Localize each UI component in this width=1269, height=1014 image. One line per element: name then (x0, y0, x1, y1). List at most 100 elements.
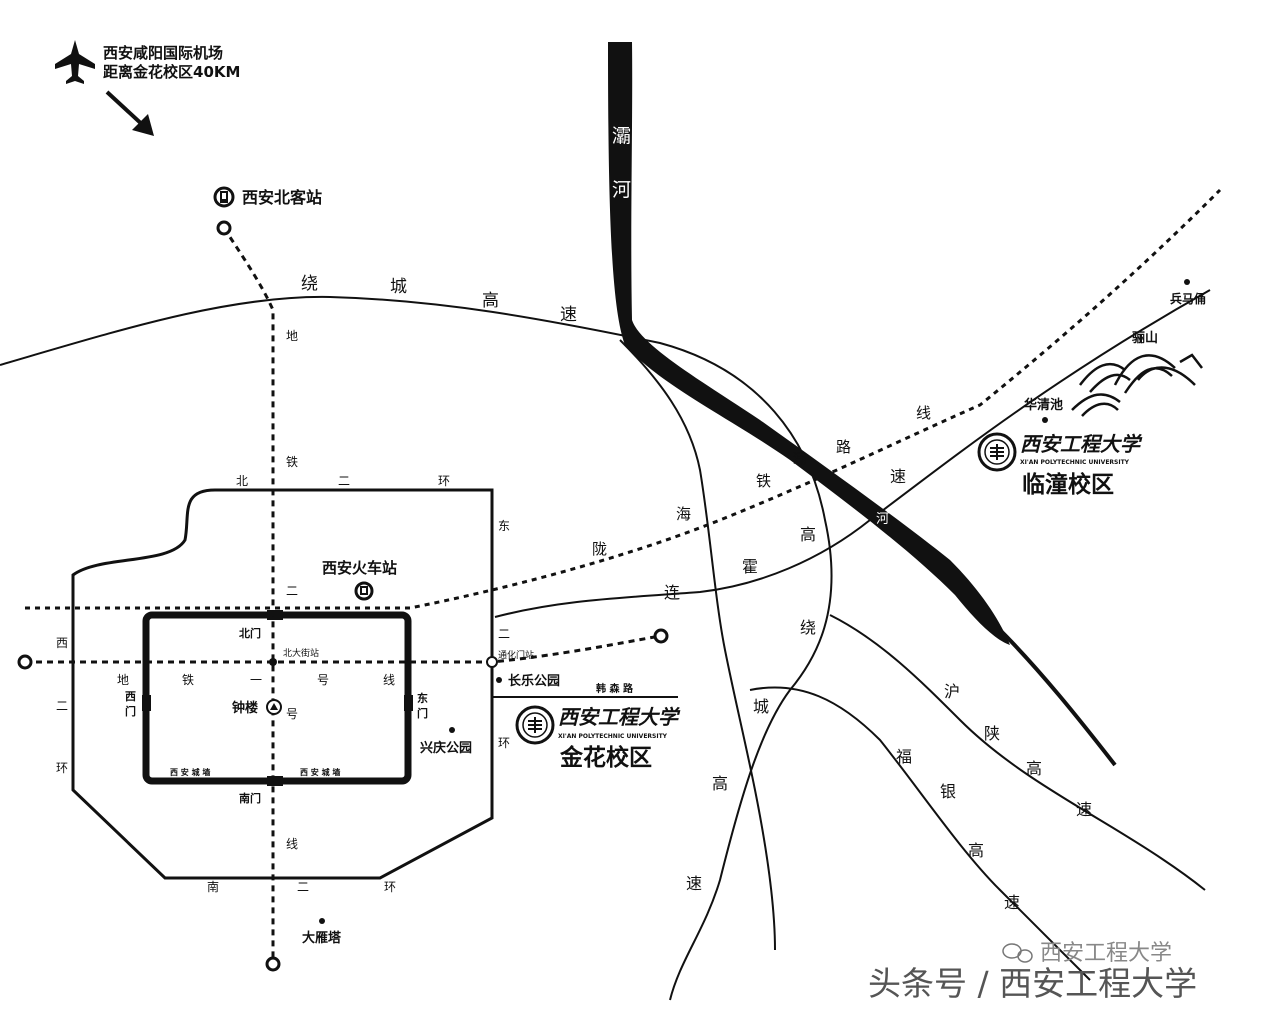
changle-park-label: 长乐公园 (508, 673, 560, 689)
metro-line1 (25, 634, 661, 664)
ring-expressway-line (0, 295, 833, 1001)
tonghuamen-station-marker (486, 656, 498, 668)
ring-expressway-char-4: 速 (560, 305, 577, 325)
north-gate-marker (267, 610, 283, 620)
east-ring-char-1: 东 (498, 519, 510, 533)
tonghuamen-station-label: 通化门站 (498, 649, 534, 661)
metro-line1-west-terminal (17, 654, 33, 670)
metro-line1-char-3: 一 (250, 673, 262, 687)
lianhuo-expressway-line (494, 289, 1211, 618)
ba-river-label-1: 灞 (612, 125, 631, 147)
huxia-char-4: 速 (1076, 800, 1092, 819)
metro-line2-char-2: 铁 (286, 455, 298, 469)
east-ring-char-3: 环 (498, 736, 510, 750)
dayan-pagoda-dot (319, 918, 325, 924)
terracotta-dot (1184, 279, 1190, 285)
metro-line1-char-1: 地 (117, 673, 129, 687)
fuyin-expressway-line (749, 686, 1091, 981)
bell-tower-icon (266, 699, 282, 715)
fuyin-char-3: 高 (968, 841, 984, 860)
south-ring-char-1: 南 (207, 879, 219, 894)
mountain-icon (1071, 353, 1203, 417)
second-ring-road (71, 488, 494, 880)
lianhuo-char-1: 连 (664, 583, 680, 602)
lishan-label: 骊山 (1132, 330, 1158, 346)
huxia-char-2: 陕 (984, 724, 1000, 743)
metro-line1-east-terminal (653, 628, 669, 644)
metro-line1-char-2: 铁 (182, 673, 194, 687)
lintong-logo-text: 西安工程大学 (1020, 432, 1143, 456)
west-ring-char-3: 环 (56, 761, 68, 775)
airport-name: 西安咸阳国际机场 (103, 44, 223, 62)
north-bus-station-label: 西安北客站 (242, 188, 322, 207)
ba-river (608, 42, 1010, 645)
dayan-pagoda-label: 大雁塔 (302, 930, 342, 946)
ring-east-char-2: 城 (753, 697, 769, 716)
metro-line2 (222, 227, 275, 965)
fuyin-char-1: 福 (896, 747, 912, 766)
longhai-char-1: 陇 (592, 540, 607, 558)
ba-river-label-2: 河 (612, 179, 631, 201)
east-gate-label-2: 门 (417, 706, 428, 720)
city-wall (142, 611, 412, 785)
lintong-campus-name: 临潼校区 (1022, 471, 1114, 498)
changle-park-dot (496, 677, 502, 683)
metro-line2-north-terminal (216, 220, 232, 236)
railway-station-icon (213, 186, 235, 208)
metro-line2-south-terminal (265, 956, 281, 972)
beidajie-station-label: 北大街站 (283, 647, 319, 659)
ring-east-char-3: 高 (712, 774, 728, 793)
xingqing-park-label: 兴庆公园 (420, 740, 472, 756)
terracotta-label: 兵马俑 (1170, 291, 1206, 306)
fuyin-char-2: 银 (940, 782, 956, 801)
south-ring-char-2: 二 (297, 880, 309, 894)
west-gate-marker (142, 695, 151, 711)
city-wall-label-left: 西 安 城 墙 (170, 767, 210, 777)
ba-river-mid-label-1: 灞 (793, 452, 806, 467)
railway-station-icon (354, 581, 374, 601)
metro-line2-char-5: 线 (286, 837, 298, 851)
ba-river-mid-label-2: 河 (876, 512, 889, 527)
beidajie-station-marker (269, 658, 277, 666)
metro-line1-char-4: 号 (317, 673, 329, 687)
huxia-char-1: 沪 (944, 682, 960, 701)
ring-east-char-4: 速 (686, 874, 702, 893)
west-ring-char-1: 西 (56, 636, 68, 650)
xian-railway-station-label: 西安火车站 (322, 559, 397, 577)
huaqingchi-dot (1042, 417, 1048, 423)
longhai-char-4: 路 (836, 438, 851, 456)
huaqingchi-label: 华清池 (1024, 397, 1063, 413)
ring-expressway-char-1: 绕 (301, 274, 318, 294)
east-gate-marker (404, 695, 413, 711)
west-gate-label-1: 西 (125, 690, 136, 703)
metro-line2-char-4: 号 (286, 707, 298, 721)
metro-line1-char-5: 线 (383, 673, 395, 687)
ring-expressway-char-2: 城 (390, 277, 407, 297)
arrow-down-right-icon (105, 90, 154, 136)
university-logo-icon (515, 705, 555, 745)
lianhuo-char-4: 速 (890, 467, 906, 486)
north-ring-char-1: 北 (236, 474, 248, 488)
longhai-char-5: 线 (916, 404, 931, 422)
south-gate-label: 南门 (239, 791, 261, 805)
metro-line2-char-3: 二 (286, 584, 298, 598)
north-ring-char-2: 二 (338, 474, 350, 488)
river-tail (998, 628, 1117, 767)
ring-east-char-1: 绕 (800, 618, 816, 637)
lianhuo-char-2: 霍 (742, 557, 758, 576)
metro-line2-char-1: 地 (286, 329, 298, 343)
airport-icon (55, 40, 95, 84)
expressway-curve-a (619, 339, 776, 951)
south-ring-char-3: 环 (384, 880, 396, 894)
huxia-char-3: 高 (1026, 759, 1042, 778)
lintong-english-name: XI'AN POLYTECHNIC UNIVERSITY (1020, 459, 1130, 466)
city-wall-label-right: 西 安 城 墙 (300, 767, 340, 777)
longhai-railway-line (25, 188, 1222, 610)
hansen-road-label: 韩 森 路 (596, 682, 634, 695)
airport-distance: 距离金花校区40KM (103, 63, 240, 81)
west-ring-char-2: 二 (56, 699, 68, 713)
xingqing-park-dot (449, 727, 455, 733)
huxia-expressway-line (829, 614, 1206, 891)
south-gate-marker (267, 776, 283, 786)
